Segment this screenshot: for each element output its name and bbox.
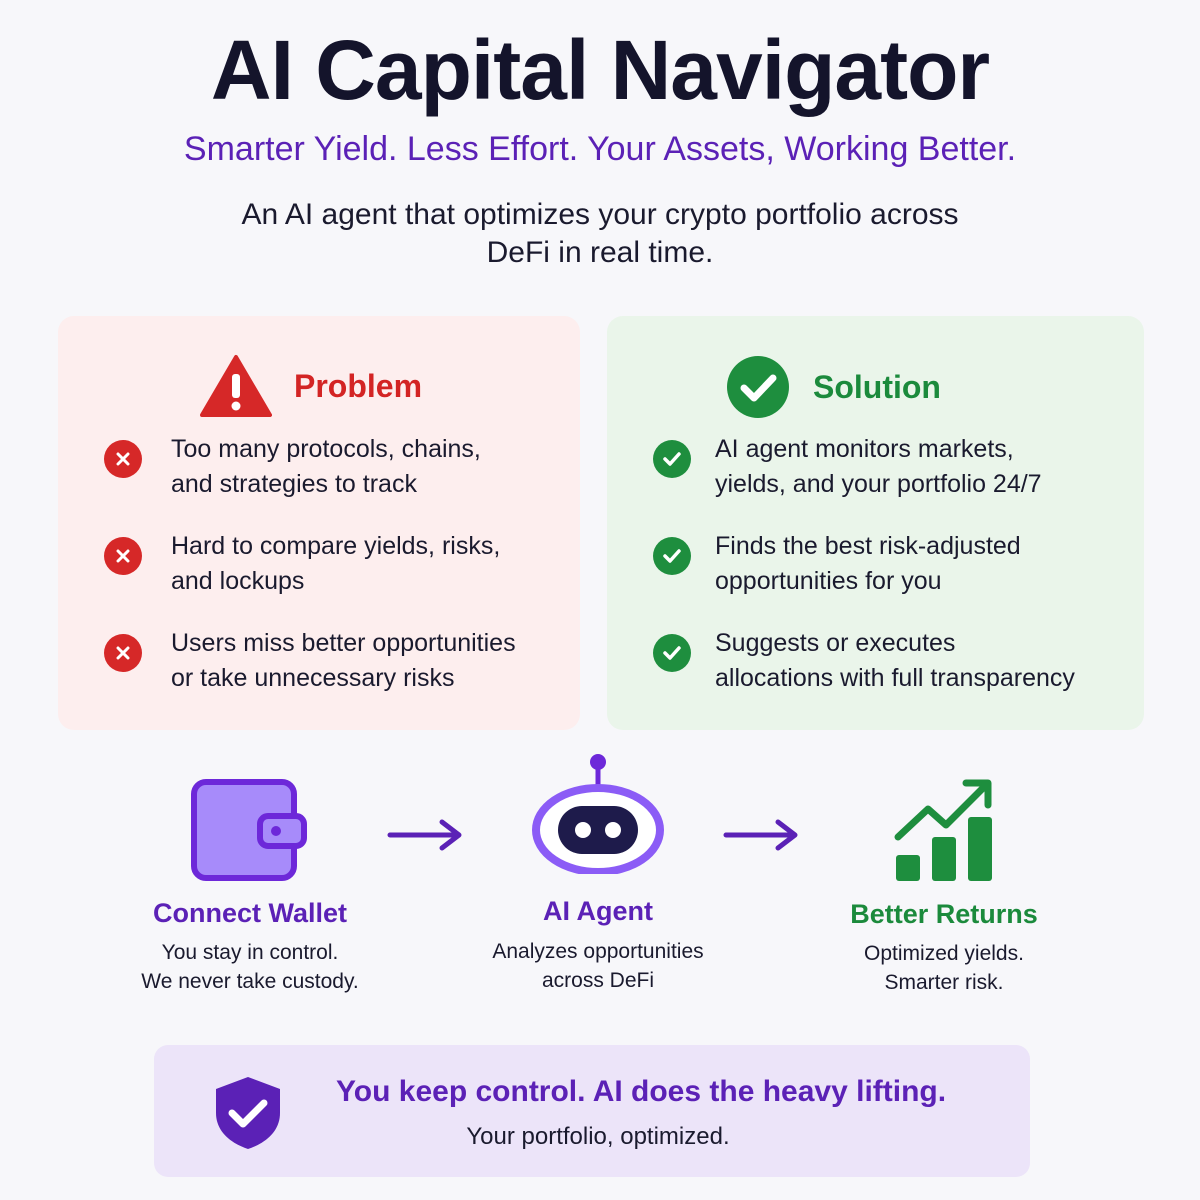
list-item-line: Too many protocols, chains, [171, 435, 481, 463]
step-better-returns: Better Returns Optimized yields. Smarter… [804, 775, 1084, 1000]
step-title: Better Returns [850, 899, 1038, 929]
list-item-text: Hard to compare yields, risks, and locku… [171, 529, 500, 599]
list-item-line: allocations with full transparency [715, 664, 1075, 692]
description: An AI agent that optimizes your crypto p… [0, 196, 1200, 272]
problem-label: Problem [294, 367, 423, 404]
check-circle-icon [653, 440, 691, 478]
step-description-line: Optimized yields. [864, 942, 1024, 965]
description-line: DeFi in real time. [486, 236, 714, 269]
step-description-line: You stay in control. [161, 941, 339, 964]
arrow-right-icon [723, 819, 798, 851]
list-item-line: Finds the best risk-adjusted [715, 532, 1021, 560]
step-title: AI Agent [543, 896, 653, 926]
step-description-line: Smarter risk. [884, 971, 1004, 994]
shield-check-icon [216, 1077, 280, 1149]
wallet-icon [190, 778, 310, 887]
list-item-text: Finds the best risk-adjusted opportuniti… [715, 529, 1021, 599]
list-item-line: and lockups [171, 567, 305, 595]
list-item-text: Suggests or executes allocations with fu… [715, 626, 1075, 696]
list-item-text: Users miss better opportunities or take … [171, 626, 516, 696]
check-circle-icon [727, 356, 789, 418]
check-circle-icon [653, 537, 691, 575]
step-connect-wallet: Connect Wallet You stay in control. We n… [110, 770, 390, 1000]
problem-card: Problem Too many protocols, chains, and … [58, 316, 580, 730]
step-title: Connect Wallet [152, 898, 347, 928]
solution-label: Solution [813, 368, 941, 405]
robot-icon [528, 750, 668, 879]
x-circle-icon [104, 634, 142, 672]
solution-header: Solution [725, 354, 941, 420]
step-description-line: Analyzes opportunities [492, 940, 704, 963]
list-item-line: Suggests or executes [715, 629, 956, 657]
problem-header: Problem [200, 354, 422, 418]
step-description: You stay in control. We never take custo… [110, 938, 390, 996]
banner-subline: Your portfolio, optimized. [466, 1123, 730, 1150]
list-item-text: Too many protocols, chains, and strategi… [171, 432, 481, 502]
banner-headline: You keep control. AI does the heavy lift… [336, 1075, 947, 1108]
step-description: Optimized yields. Smarter risk. [804, 939, 1084, 997]
list-item-line: opportunities for you [715, 567, 942, 595]
list-item-line: or take unnecessary risks [171, 664, 455, 692]
tagline: Smarter Yield. Less Effort. Your Assets,… [183, 130, 1017, 168]
bottom-banner: You keep control. AI does the heavy lift… [154, 1045, 1030, 1177]
step-description-line: We never take custody. [141, 970, 359, 993]
x-circle-icon [104, 440, 142, 478]
list-item-line: yields, and your portfolio 24/7 [715, 470, 1042, 498]
description-line: An AI agent that optimizes your crypto p… [241, 198, 959, 231]
growth-chart-icon [892, 775, 1002, 890]
arrow-right-icon [387, 819, 462, 851]
x-circle-icon [104, 537, 142, 575]
check-circle-icon [653, 634, 691, 672]
list-item-text: AI agent monitors markets, yields, and y… [715, 432, 1042, 502]
list-item-line: AI agent monitors markets, [715, 435, 1014, 463]
list-item-line: and strategies to track [171, 470, 417, 498]
list-item-line: Hard to compare yields, risks, [171, 532, 501, 560]
solution-card: Solution AI agent monitors markets, yiel… [607, 316, 1144, 730]
step-description-line: across DeFi [541, 969, 655, 992]
step-ai-agent: AI Agent Analyzes opportunities across D… [458, 750, 738, 1000]
page-title: AI Capital Navigator [210, 23, 990, 117]
step-description: Analyzes opportunities across DeFi [458, 937, 738, 995]
warning-icon [200, 355, 272, 417]
list-item-line: Users miss better opportunities [171, 629, 516, 657]
